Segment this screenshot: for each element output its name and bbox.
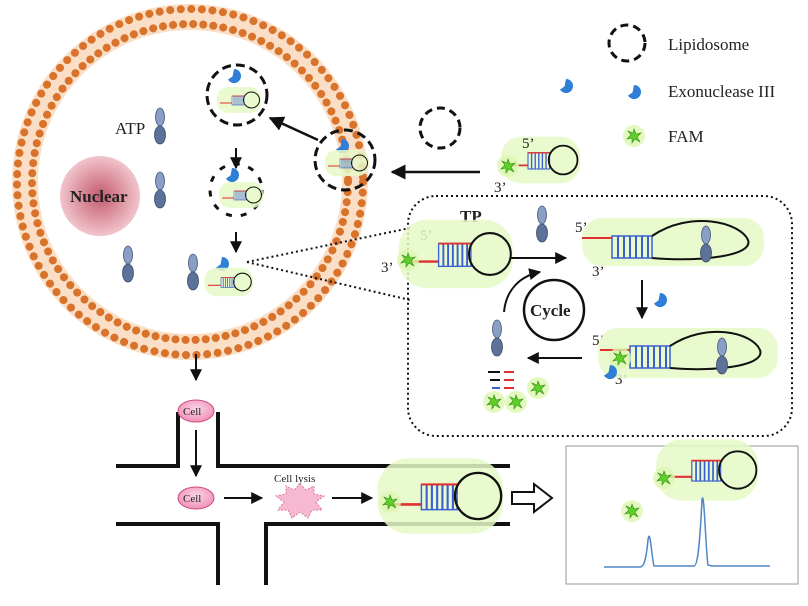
arrow: [503, 268, 542, 313]
cycle-loop: [522, 278, 586, 342]
fam-icon: [482, 390, 506, 414]
cell-membrane: [12, 4, 368, 360]
nucleus: [60, 156, 140, 236]
electropherogram-trace: [604, 497, 770, 568]
cycle-label: Cycle: [530, 301, 571, 320]
legend-exonuclease: Exonuclease III: [668, 82, 775, 101]
arrow: [268, 116, 319, 142]
aptamer-stem: [611, 235, 653, 259]
exonuclease-icon: [560, 78, 574, 93]
hollow-arrow-icon: [511, 481, 554, 515]
hairpin-probe: [203, 267, 254, 297]
nuclear-label: Nuclear: [70, 187, 128, 206]
hairpin-probe: [218, 181, 264, 209]
legend: Lipidosome Exonuclease III FAM: [607, 23, 775, 148]
fam-icon: [504, 390, 528, 414]
three-prime-label: 3’: [592, 264, 605, 280]
cell-label: Cell: [183, 493, 201, 505]
legend-lipidosome: Lipidosome: [668, 35, 749, 54]
three-prime-label: 3’: [494, 180, 507, 196]
cell-lysis-label: Cell lysis: [274, 473, 315, 485]
legend-fam: FAM: [668, 127, 704, 146]
atp-icon: [187, 253, 199, 291]
lipidosome-icon: [313, 128, 377, 192]
lipidosome-icon: [205, 63, 269, 127]
fam-icon: [526, 376, 550, 400]
cell-label: Cell: [183, 406, 201, 418]
exonuclease-legend-icon: [628, 84, 642, 99]
atp-icon: [536, 205, 548, 243]
fam-icon: [378, 490, 402, 514]
fam-icon: [652, 466, 676, 490]
exonuclease-icon: [654, 292, 668, 307]
dna-fragments: [488, 371, 514, 389]
lipidosome-legend-icon: [607, 23, 647, 63]
atp-icon: [154, 171, 166, 209]
fam-icon: [620, 499, 644, 523]
lipidosome-icon: [418, 106, 462, 150]
atp-label: ATP: [115, 119, 145, 138]
fam-icon: [396, 248, 420, 272]
three-prime-label: 3’: [381, 260, 394, 276]
exonuclease-icon: [226, 167, 240, 182]
cell-icon: [177, 486, 215, 510]
lysed-cell-icon: [274, 483, 326, 519]
cell-icon: [177, 399, 215, 423]
atp-icon: [154, 107, 166, 145]
five-prime-label: 5’: [522, 136, 535, 152]
fam-legend-icon: [622, 124, 646, 148]
fam-icon: [496, 154, 520, 178]
exonuclease-icon: [228, 68, 242, 83]
atp-icon: [491, 319, 503, 357]
hairpin-probe: [216, 86, 262, 114]
hairpin-probe: [324, 149, 370, 177]
atp-icon: [122, 245, 134, 283]
